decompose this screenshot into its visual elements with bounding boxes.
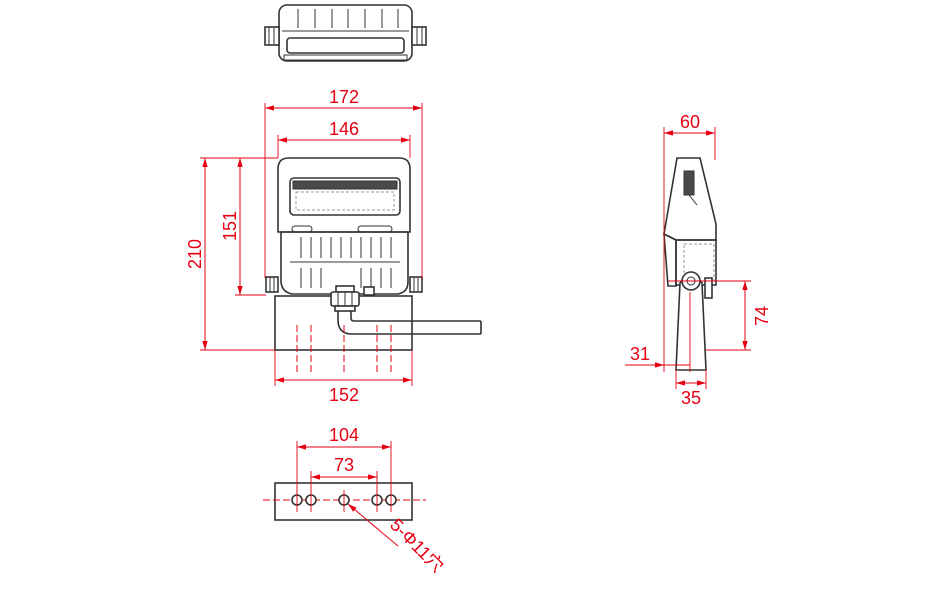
front-led-strip	[292, 180, 398, 190]
top-view-base	[283, 54, 408, 61]
dim-74-label: 74	[752, 306, 772, 326]
dim-73-label: 73	[334, 455, 354, 475]
dim-151: 151	[220, 158, 266, 296]
front-hole-centerlines	[296, 325, 392, 372]
bracket-bottom-view: 104 73 5-Φ11穴	[263, 425, 448, 576]
top-view-right-bolt	[411, 26, 427, 46]
dim-210-label: 210	[185, 239, 205, 269]
front-small-bolt	[363, 286, 375, 296]
front-right-notch	[357, 225, 393, 233]
side-housing-upper	[663, 157, 717, 241]
front-fins	[290, 237, 400, 288]
mounting-holes	[291, 490, 397, 512]
front-right-bolt	[409, 276, 423, 293]
dim-73: 73	[310, 455, 378, 494]
side-lens-strip	[663, 232, 677, 287]
dim-210: 210	[185, 157, 278, 351]
dim-152-label: 152	[329, 385, 359, 405]
front-led-array	[295, 191, 395, 211]
dim-172: 172	[264, 87, 423, 278]
top-view	[264, 4, 427, 62]
dim-146: 146	[277, 119, 411, 158]
dim-35-label: 35	[681, 388, 701, 408]
dim-60: 60	[663, 112, 716, 372]
front-led-panel	[289, 177, 401, 216]
front-view: 172 146 210 151 152	[185, 87, 482, 405]
dim-31-label: 31	[630, 344, 650, 364]
front-housing-upper	[277, 157, 411, 233]
side-pivot-bolt	[704, 277, 713, 299]
dim-104-label: 104	[329, 425, 359, 445]
top-view-fins	[297, 9, 399, 28]
dim-146-label: 146	[329, 119, 359, 139]
dim-172-label: 172	[329, 87, 359, 107]
dim-35: 35	[675, 370, 707, 408]
dim-151-label: 151	[220, 211, 240, 241]
front-cable	[337, 311, 482, 335]
bracket-plate	[274, 482, 413, 521]
dim-104: 104	[296, 425, 392, 494]
cable-gland	[330, 285, 360, 312]
hole-callout-label: 5-Φ11穴	[386, 515, 448, 577]
side-view: 60 74 31 35	[625, 112, 772, 408]
top-view-lens	[286, 37, 405, 54]
side-fin-detail	[683, 170, 695, 196]
front-left-notch	[291, 225, 313, 233]
hole-callout: 5-Φ11穴	[347, 503, 448, 577]
dim-74: 74	[668, 280, 772, 351]
top-view-left-bolt	[264, 26, 280, 46]
dim-31: 31	[625, 292, 691, 372]
front-left-bolt	[265, 276, 279, 293]
dim-152: 152	[274, 350, 413, 405]
dim-60-label: 60	[680, 112, 700, 132]
front-housing-lower	[280, 231, 409, 295]
